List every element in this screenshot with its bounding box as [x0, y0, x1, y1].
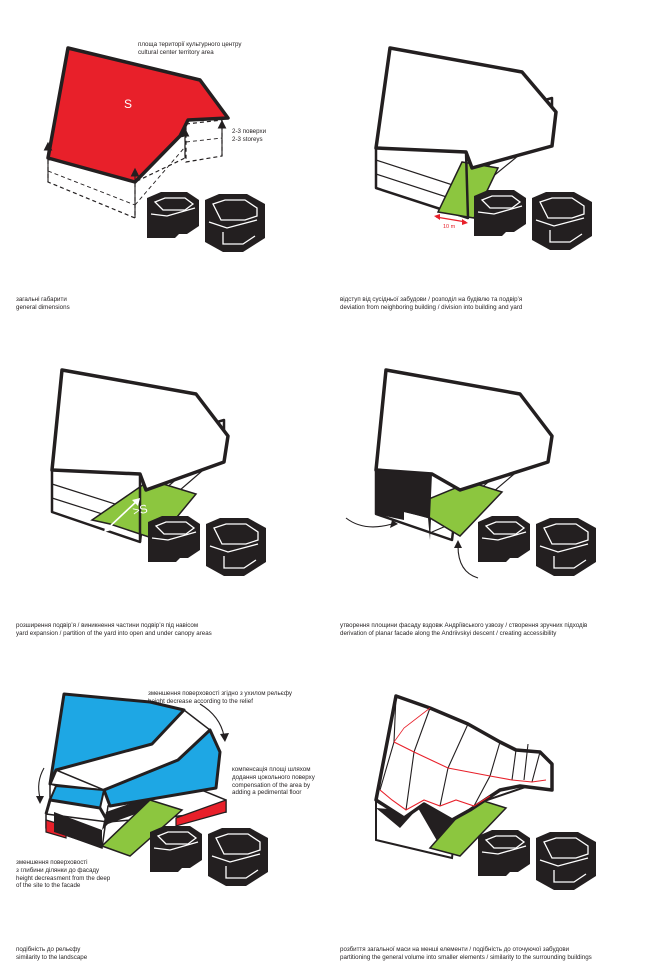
panel-4-drawing — [345, 368, 597, 579]
caption-panel-3-ua: розширення подвір’я / виникнення частини… — [16, 622, 199, 629]
area-s-label: S — [124, 97, 132, 111]
caption-panel-1: загальні габарити general dimensions — [16, 296, 70, 312]
depth-decrease-note-en-1: height decreasment from the deep — [16, 874, 111, 882]
compensation-note-en-2: adding a pedimental floor — [232, 789, 302, 797]
panel-5-drawing — [36, 692, 269, 887]
panel-1-drawing — [43, 46, 266, 253]
caption-panel-4-ua: утворення площини фасаду вздовж Андріївс… — [340, 622, 588, 629]
caption-panel-3: розширення подвір’я / виникнення частини… — [16, 622, 212, 638]
panel-6-drawing — [374, 694, 597, 891]
height-relief-note: зменшення поверховості згідно з ухилом р… — [148, 690, 292, 706]
caption-panel-1-en: general dimensions — [16, 304, 70, 311]
territory-area-note: площа території культурного центру cultu… — [138, 41, 242, 57]
caption-panel-2: відступ від сусідньої забудови / розподі… — [340, 296, 522, 312]
caption-panel-2-ua: відступ від сусідньої забудови / розподі… — [340, 296, 523, 303]
dimension-10m-label: 10 m — [443, 224, 456, 230]
caption-panel-5-en: similarity to the landscape — [16, 954, 88, 961]
caption-panel-5: подібність до рельєфу similarity to the … — [16, 946, 87, 962]
height-relief-note-ua: зменшення поверховості згідно з ухилом р… — [148, 690, 292, 697]
caption-panel-6-ua: розбиття загальної маси на менші елемент… — [340, 946, 570, 953]
caption-panel-2-en: deviation from neighboring building / di… — [340, 304, 523, 311]
storeys-note-en: 2-3 storeys — [232, 135, 263, 143]
panel-2-drawing — [374, 46, 593, 251]
territory-area-note-ua: площа території культурного центру — [138, 41, 242, 48]
depth-decrease-note-ua-2: з глибини ділянки до фасаду — [16, 866, 100, 874]
compensation-note-en-1: compensation of the area by — [232, 781, 311, 789]
depth-decrease-note: зменшення поверховості з глибини ділянки… — [16, 859, 110, 890]
storeys-note-ua: 2-3 поверхи — [232, 128, 267, 135]
caption-panel-4: утворення площини фасаду вздовж Андріївс… — [340, 622, 587, 638]
caption-panel-6: розбиття загальної маси на менші елемент… — [340, 946, 592, 962]
area-greater-s-label: >S — [131, 502, 149, 519]
storeys-note: 2-3 поверхи 2-3 storeys — [232, 128, 266, 144]
caption-panel-4-en: derivation of planar facade along the An… — [340, 630, 557, 637]
height-relief-note-en: height decrease according to the relief — [148, 697, 253, 705]
depth-decrease-note-en-2: of the site to the facade — [16, 882, 81, 890]
compensation-note-ua-1: компенсація площі шляхом — [232, 766, 311, 773]
caption-panel-5-ua: подібність до рельєфу — [16, 946, 81, 953]
caption-panel-3-en: yard expansion / partition of the yard i… — [16, 630, 212, 637]
depth-decrease-note-ua-1: зменшення поверховості — [16, 859, 88, 866]
compensation-note: компенсація площі шляхом додання цокольн… — [232, 766, 315, 797]
caption-panel-1-ua: загальні габарити — [16, 296, 67, 303]
compensation-note-ua-2: додання цокольного поверху — [232, 773, 315, 781]
panel-3-drawing — [50, 368, 267, 577]
caption-panel-6-en: partitioning the general volume into sma… — [340, 954, 592, 961]
territory-area-note-en: cultural center territory area — [138, 48, 214, 56]
